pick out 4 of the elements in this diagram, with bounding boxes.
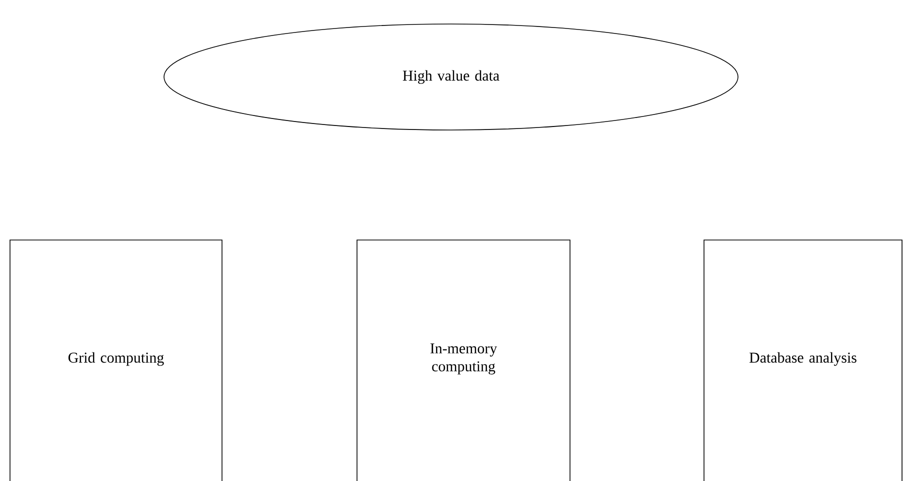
open-box: Database analysis: [704, 240, 902, 481]
open-box: In-memory computing: [356, 240, 570, 481]
ellipse-node: High value data: [164, 24, 738, 130]
open-box: Grid computing: [10, 240, 222, 481]
